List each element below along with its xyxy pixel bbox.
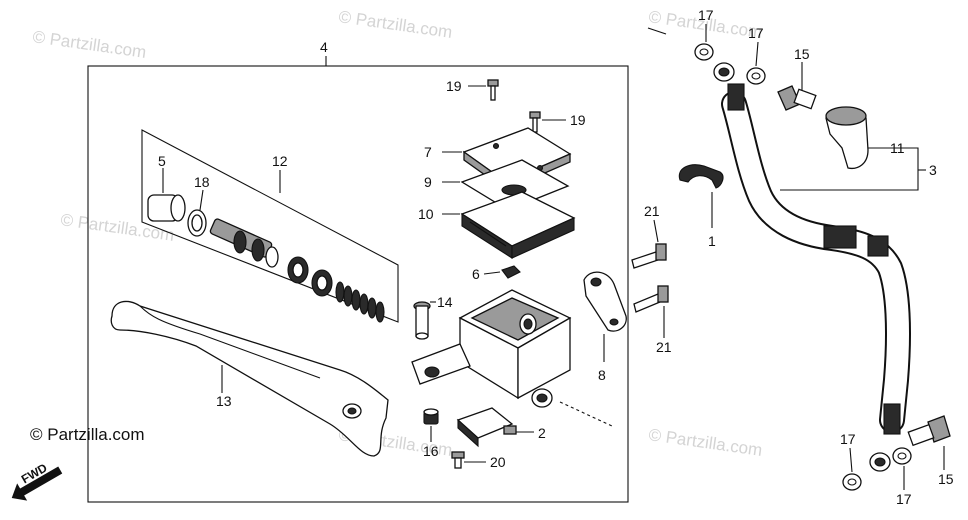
pivot-bolt (413, 301, 431, 340)
callout-15-top: 15 (794, 46, 810, 62)
callout-17-b: 17 (748, 25, 764, 41)
spring (335, 281, 385, 323)
watermark: © Partzilla.com (337, 7, 453, 42)
leader-line (199, 189, 204, 211)
screw (487, 79, 499, 101)
callout-19: 19 (570, 112, 586, 128)
copyright-text: © Partzilla.com (30, 425, 145, 444)
fwd-arrow: FWD (11, 460, 63, 501)
callout-17-d: 17 (896, 491, 912, 507)
callout-7: 7 (424, 144, 432, 160)
cup-seal (287, 256, 333, 297)
master-cylinder-body (411, 289, 572, 408)
screw (529, 111, 541, 133)
callout-4: 4 (320, 39, 328, 55)
callout-15: 15 (938, 471, 954, 487)
callout-5: 5 (158, 153, 166, 169)
axis-line (559, 401, 613, 427)
callout-18: 18 (194, 174, 210, 190)
sealing-washer (842, 473, 862, 491)
clip (501, 265, 521, 279)
leader-line (483, 271, 501, 275)
callout-1: 1 (708, 233, 716, 249)
hose-clamp (678, 164, 724, 189)
callout-16: 16 (423, 443, 439, 459)
callout-13: 13 (216, 393, 232, 409)
sealing-washer (694, 43, 714, 61)
diaphragm (460, 191, 576, 260)
callout-8: 8 (598, 367, 606, 383)
piston-set-box (141, 129, 399, 323)
circlip (187, 209, 207, 237)
banjo-bolt (777, 85, 817, 111)
callout-21-top: 21 (644, 203, 660, 219)
brake-lever (110, 300, 389, 457)
callout-20: 20 (490, 454, 506, 470)
callout-17-a: 17 (698, 7, 714, 23)
sealing-washer (892, 447, 912, 465)
brake-switch (456, 407, 517, 448)
callout-14: 14 (437, 294, 453, 310)
callout-3: 3 (929, 162, 937, 178)
leader-line (780, 147, 919, 191)
arrow (647, 27, 667, 35)
callout-12: 12 (272, 153, 288, 169)
leader-line (849, 447, 853, 473)
watermark: © Partzilla.com (31, 27, 147, 62)
callout-10: 10 (418, 206, 434, 222)
callout-19-top: 19 (446, 78, 462, 94)
piston-boot (147, 194, 186, 222)
holder-bolt (633, 285, 669, 313)
holder-bolt (631, 243, 667, 269)
leader-line (653, 219, 659, 243)
sealing-washer (746, 67, 766, 85)
hose-banjo-top (713, 62, 735, 82)
brake-hose (721, 83, 911, 435)
hose-banjo-bottom (869, 452, 891, 472)
switch-screw (451, 451, 465, 469)
callout-2: 2 (538, 425, 546, 441)
piston (209, 218, 279, 268)
assembly-frame (87, 65, 629, 503)
hose-cover (825, 106, 869, 170)
banjo-bolt (907, 415, 951, 447)
callout-9: 9 (424, 174, 432, 190)
pivot-nut (423, 408, 439, 425)
callout-21: 21 (656, 339, 672, 355)
master-cylinder-holder (583, 271, 627, 332)
callout-6: 6 (472, 266, 480, 282)
leader-line (755, 41, 759, 67)
watermark: © Partzilla.com (647, 425, 763, 460)
callout-11: 11 (890, 140, 905, 156)
callout-17-c: 17 (840, 431, 856, 447)
